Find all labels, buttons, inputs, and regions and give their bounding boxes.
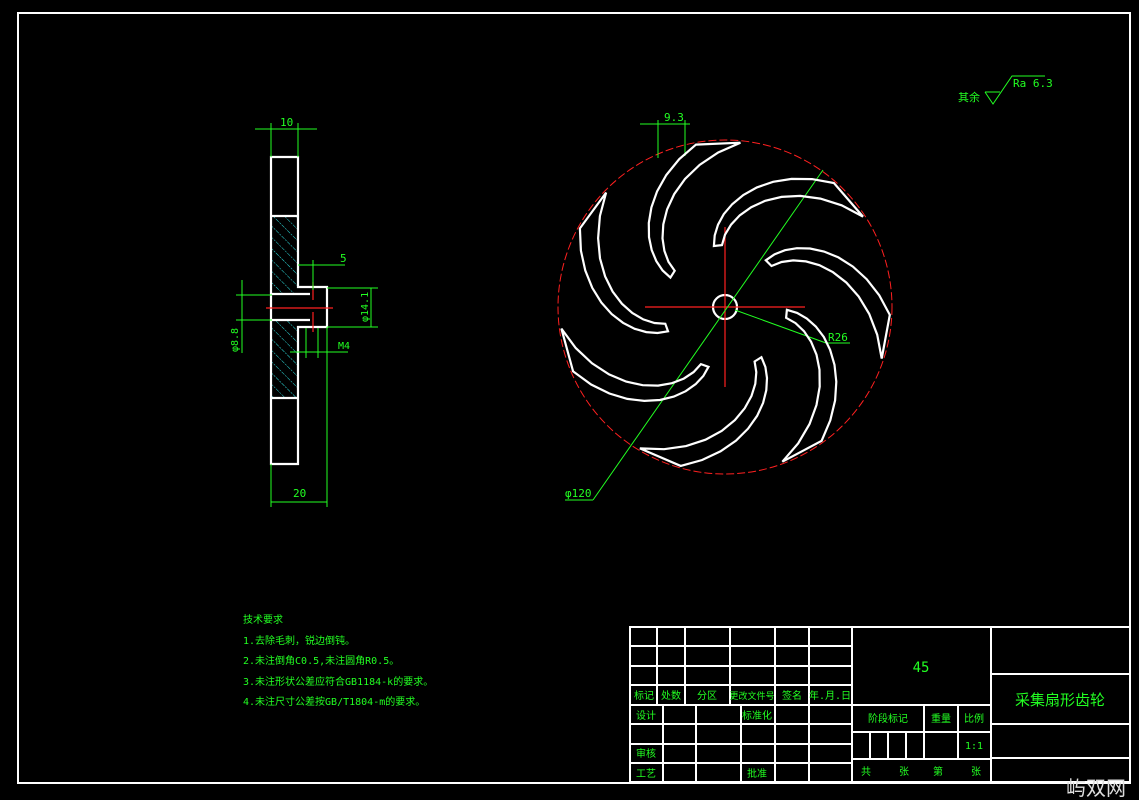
standardize-label: 标准化 <box>742 709 772 722</box>
sheets-label: 共 <box>861 766 871 778</box>
blade <box>578 191 670 335</box>
dim-r26: R26 <box>828 331 848 344</box>
header-cell: 处数 <box>661 689 681 702</box>
dim-5: 5 <box>340 252 347 265</box>
tech-item: 4.未注尺寸公差按GB/T1804-m的要求。 <box>243 695 425 708</box>
review-label: 审核 <box>636 747 656 760</box>
watermark: 屿双网 <box>1066 776 1126 800</box>
roughness-label: 其余 <box>958 90 980 104</box>
tech-requirements: 技术要求 1.去除毛刺，锐边倒钝。 2.未注倒角C0.5,未注圆角R0.5。 3… <box>243 613 433 708</box>
sheets-label: 第 <box>933 765 943 778</box>
dim-9-3: 9.3 <box>664 111 684 124</box>
design-label: 设计 <box>636 709 656 722</box>
roughness-symbol: 其余 Ra 6.3 <box>958 75 1053 105</box>
tech-item: 2.未注倒角C0.5,未注圆角R0.5。 <box>243 654 399 667</box>
roughness-value: Ra 6.3 <box>1013 77 1053 90</box>
header-cell: 年.月.日 <box>809 689 851 702</box>
part-name: 采集扇形齿轮 <box>1015 691 1105 709</box>
approve-label: 批准 <box>747 767 767 780</box>
dim-dia: φ8.8 <box>230 328 241 352</box>
tech-item: 1.去除毛刺，锐边倒钝。 <box>243 634 355 647</box>
blade <box>764 247 891 359</box>
front-view: R26 φ120 9.3 <box>557 111 893 501</box>
header-cell: 标记 <box>634 690 654 702</box>
tech-item: 3.未注形状公差应符合GB1184-k的要求。 <box>243 675 433 688</box>
dim-bore: φ14.1 <box>360 292 371 322</box>
title-block: 45 采集扇形齿轮 标记 处数 分区 更改文件号 签名 年.月.日 设计 标准化… <box>629 626 1131 783</box>
side-view: 10 20 5 φ14.1 M4 φ8.8 <box>230 116 378 507</box>
blade <box>560 327 711 403</box>
blade <box>639 355 769 468</box>
blade <box>647 141 741 280</box>
header-cell: 更改文件号 <box>729 690 774 702</box>
blade <box>781 308 838 463</box>
drawing-border <box>17 12 1131 784</box>
dim-120: φ120 <box>565 487 592 500</box>
material: 45 <box>913 660 930 676</box>
tech-title: 技术要求 <box>243 613 283 626</box>
dim-20: 20 <box>293 487 306 500</box>
header-cell: 签名 <box>782 689 802 702</box>
dim-m4: M4 <box>338 341 350 352</box>
outer-circle <box>557 139 893 475</box>
process-label: 工艺 <box>636 768 656 780</box>
blade <box>712 177 864 248</box>
scale-label: 比例 <box>964 712 984 725</box>
weight-label: 重量 <box>931 712 951 725</box>
sheets-label: 张 <box>971 766 981 778</box>
dim-10: 10 <box>280 116 293 129</box>
scale-value: 1:1 <box>965 741 983 752</box>
stage-mark-label: 阶段标记 <box>868 712 908 725</box>
header-cell: 分区 <box>697 690 717 702</box>
sheets-label: 张 <box>899 766 909 778</box>
